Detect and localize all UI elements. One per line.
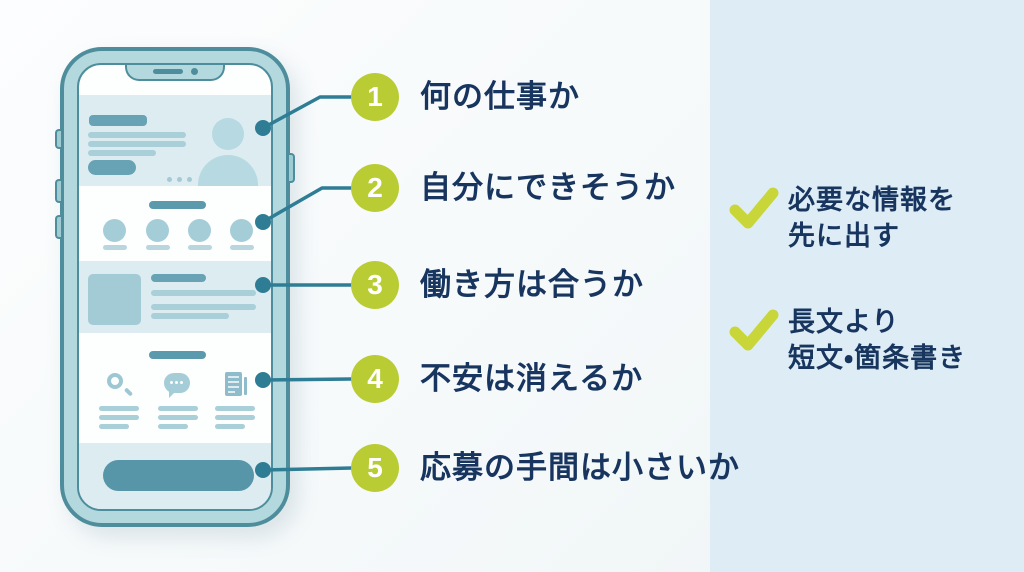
step-badge-2: 2 — [351, 164, 399, 212]
step-badge-1: 1 — [351, 73, 399, 121]
hero-text-line — [88, 150, 156, 156]
feature-text-line — [215, 406, 255, 411]
feature-text-line — [99, 424, 129, 429]
check-icon — [729, 187, 779, 229]
screen-people-section — [79, 186, 271, 261]
section-title-bar — [149, 351, 206, 359]
hero-text-line — [88, 141, 186, 147]
step-label-5: 応募の手間は小さいか — [420, 450, 740, 485]
screen-article-section — [79, 261, 271, 333]
person-avatar-icon — [103, 219, 126, 242]
article-text-line — [151, 313, 229, 319]
tip-text: 長文より 短文・箇条書き — [788, 307, 967, 373]
article-text-line — [151, 290, 256, 296]
person-avatar-icon — [212, 118, 244, 150]
person-avatar-icon — [146, 219, 169, 242]
feature-text-line — [158, 424, 188, 429]
phone-screen — [77, 63, 273, 511]
hero-button-placeholder — [88, 160, 136, 175]
article-text-line — [151, 304, 256, 310]
step-badge-5: 5 — [351, 444, 399, 492]
apply-button-placeholder — [103, 460, 254, 491]
tip-item: 長文より 短文・箇条書き — [728, 304, 966, 376]
tip-item: 必要な情報を 先に出す — [728, 182, 956, 254]
article-title-bar — [151, 274, 206, 282]
phone-mockup — [55, 47, 295, 527]
person-avatar-icon — [188, 219, 211, 242]
phone-power-button — [289, 153, 295, 183]
check-icon — [729, 309, 779, 351]
screen-footer-section — [79, 443, 271, 509]
step-badge-4: 4 — [351, 355, 399, 403]
feature-text-line — [99, 415, 139, 420]
feature-text-line — [99, 406, 139, 411]
step-label-1: 何の仕事か — [420, 79, 580, 114]
step-label-4: 不安は消えるか — [420, 361, 644, 396]
screen-features-section — [79, 333, 271, 443]
carousel-dots — [167, 177, 192, 182]
feature-text-line — [215, 415, 255, 420]
phone-mute-button — [55, 129, 61, 149]
person-label-bar — [188, 245, 212, 250]
person-avatar-icon — [198, 155, 258, 186]
step-label-3: 働き方は合うか — [420, 267, 644, 302]
document-icon — [219, 371, 253, 401]
feature-text-line — [215, 424, 245, 429]
hero-text-line — [88, 132, 186, 138]
tip-text: 必要な情報を 先に出す — [788, 185, 956, 251]
phone-volume-down-button — [55, 215, 61, 239]
image-placeholder — [88, 274, 141, 325]
phone-notch — [125, 65, 225, 81]
phone-volume-up-button — [55, 179, 61, 203]
camera-icon — [190, 67, 198, 75]
person-label-bar — [230, 245, 254, 250]
hero-title-bar — [89, 115, 147, 126]
person-label-bar — [103, 245, 127, 250]
search-icon — [102, 371, 136, 401]
chat-bubble-icon — [161, 371, 195, 401]
feature-text-line — [158, 415, 198, 420]
person-avatar-icon — [230, 219, 253, 242]
step-badge-3: 3 — [351, 261, 399, 309]
tips-panel — [710, 0, 1024, 572]
section-title-bar — [149, 201, 206, 209]
screen-hero-section — [79, 95, 271, 186]
step-label-2: 自分にできそうか — [420, 170, 676, 205]
feature-text-line — [158, 406, 198, 411]
speaker-icon — [152, 68, 183, 74]
person-label-bar — [146, 245, 170, 250]
